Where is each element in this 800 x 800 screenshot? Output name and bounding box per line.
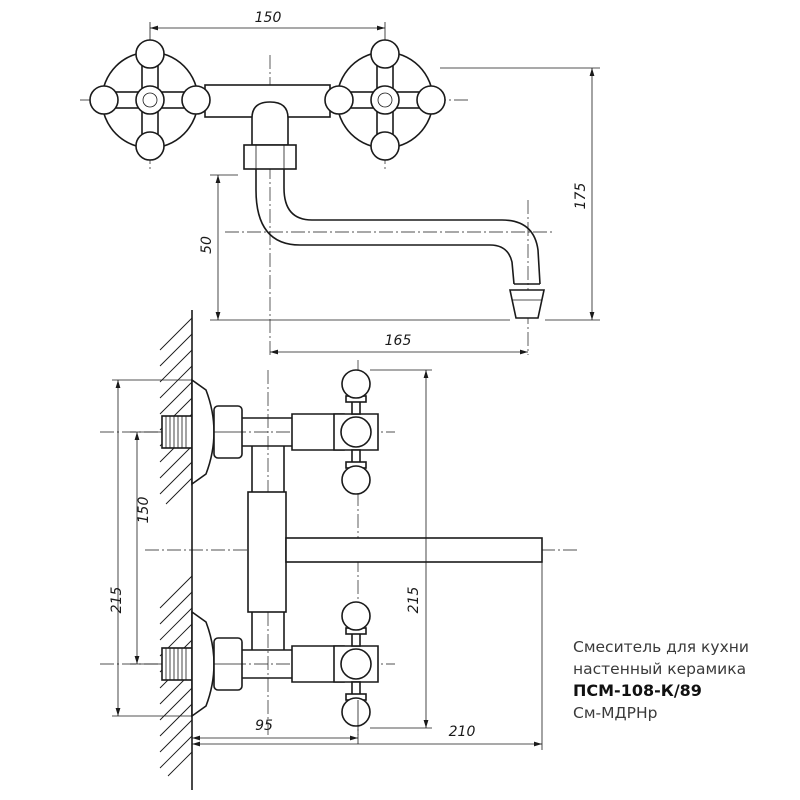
dim-side-spacing: 150 (136, 497, 152, 524)
dim-side-spout-reach: 210 (449, 724, 476, 740)
dim-top-height: 175 (573, 183, 589, 210)
lower-eccentric (161, 610, 292, 718)
spout-side (285, 537, 543, 563)
lower-valve-handle (291, 601, 379, 727)
side-view: 150 215 215 95 210 (100, 310, 580, 790)
upper-eccentric (161, 378, 292, 486)
caption-model: ПСМ-108-К/89 (573, 681, 702, 700)
dim-side-height-right: 215 (406, 587, 422, 614)
upper-valve-handle (291, 369, 379, 495)
wall-hatching (159, 317, 193, 777)
dim-side-height-left: 215 (109, 587, 125, 614)
top-view: 150 175 50 165 (80, 10, 600, 355)
product-caption: Смеситель для кухни настенный керамика П… (573, 636, 793, 724)
dim-side-depth: 95 (255, 718, 273, 734)
left-handle-top (89, 39, 211, 161)
dim-top-spout-reach: 165 (385, 333, 412, 349)
dim-top-spout-drop: 50 (199, 236, 215, 254)
caption-line-2: настенный керамика (573, 660, 747, 678)
right-handle-top (324, 39, 446, 161)
vertical-body (247, 491, 287, 613)
caption-code: См-МДРНр (573, 704, 658, 722)
caption-line-1: Смеситель для кухни (573, 638, 749, 656)
dim-top-width: 150 (255, 10, 282, 26)
